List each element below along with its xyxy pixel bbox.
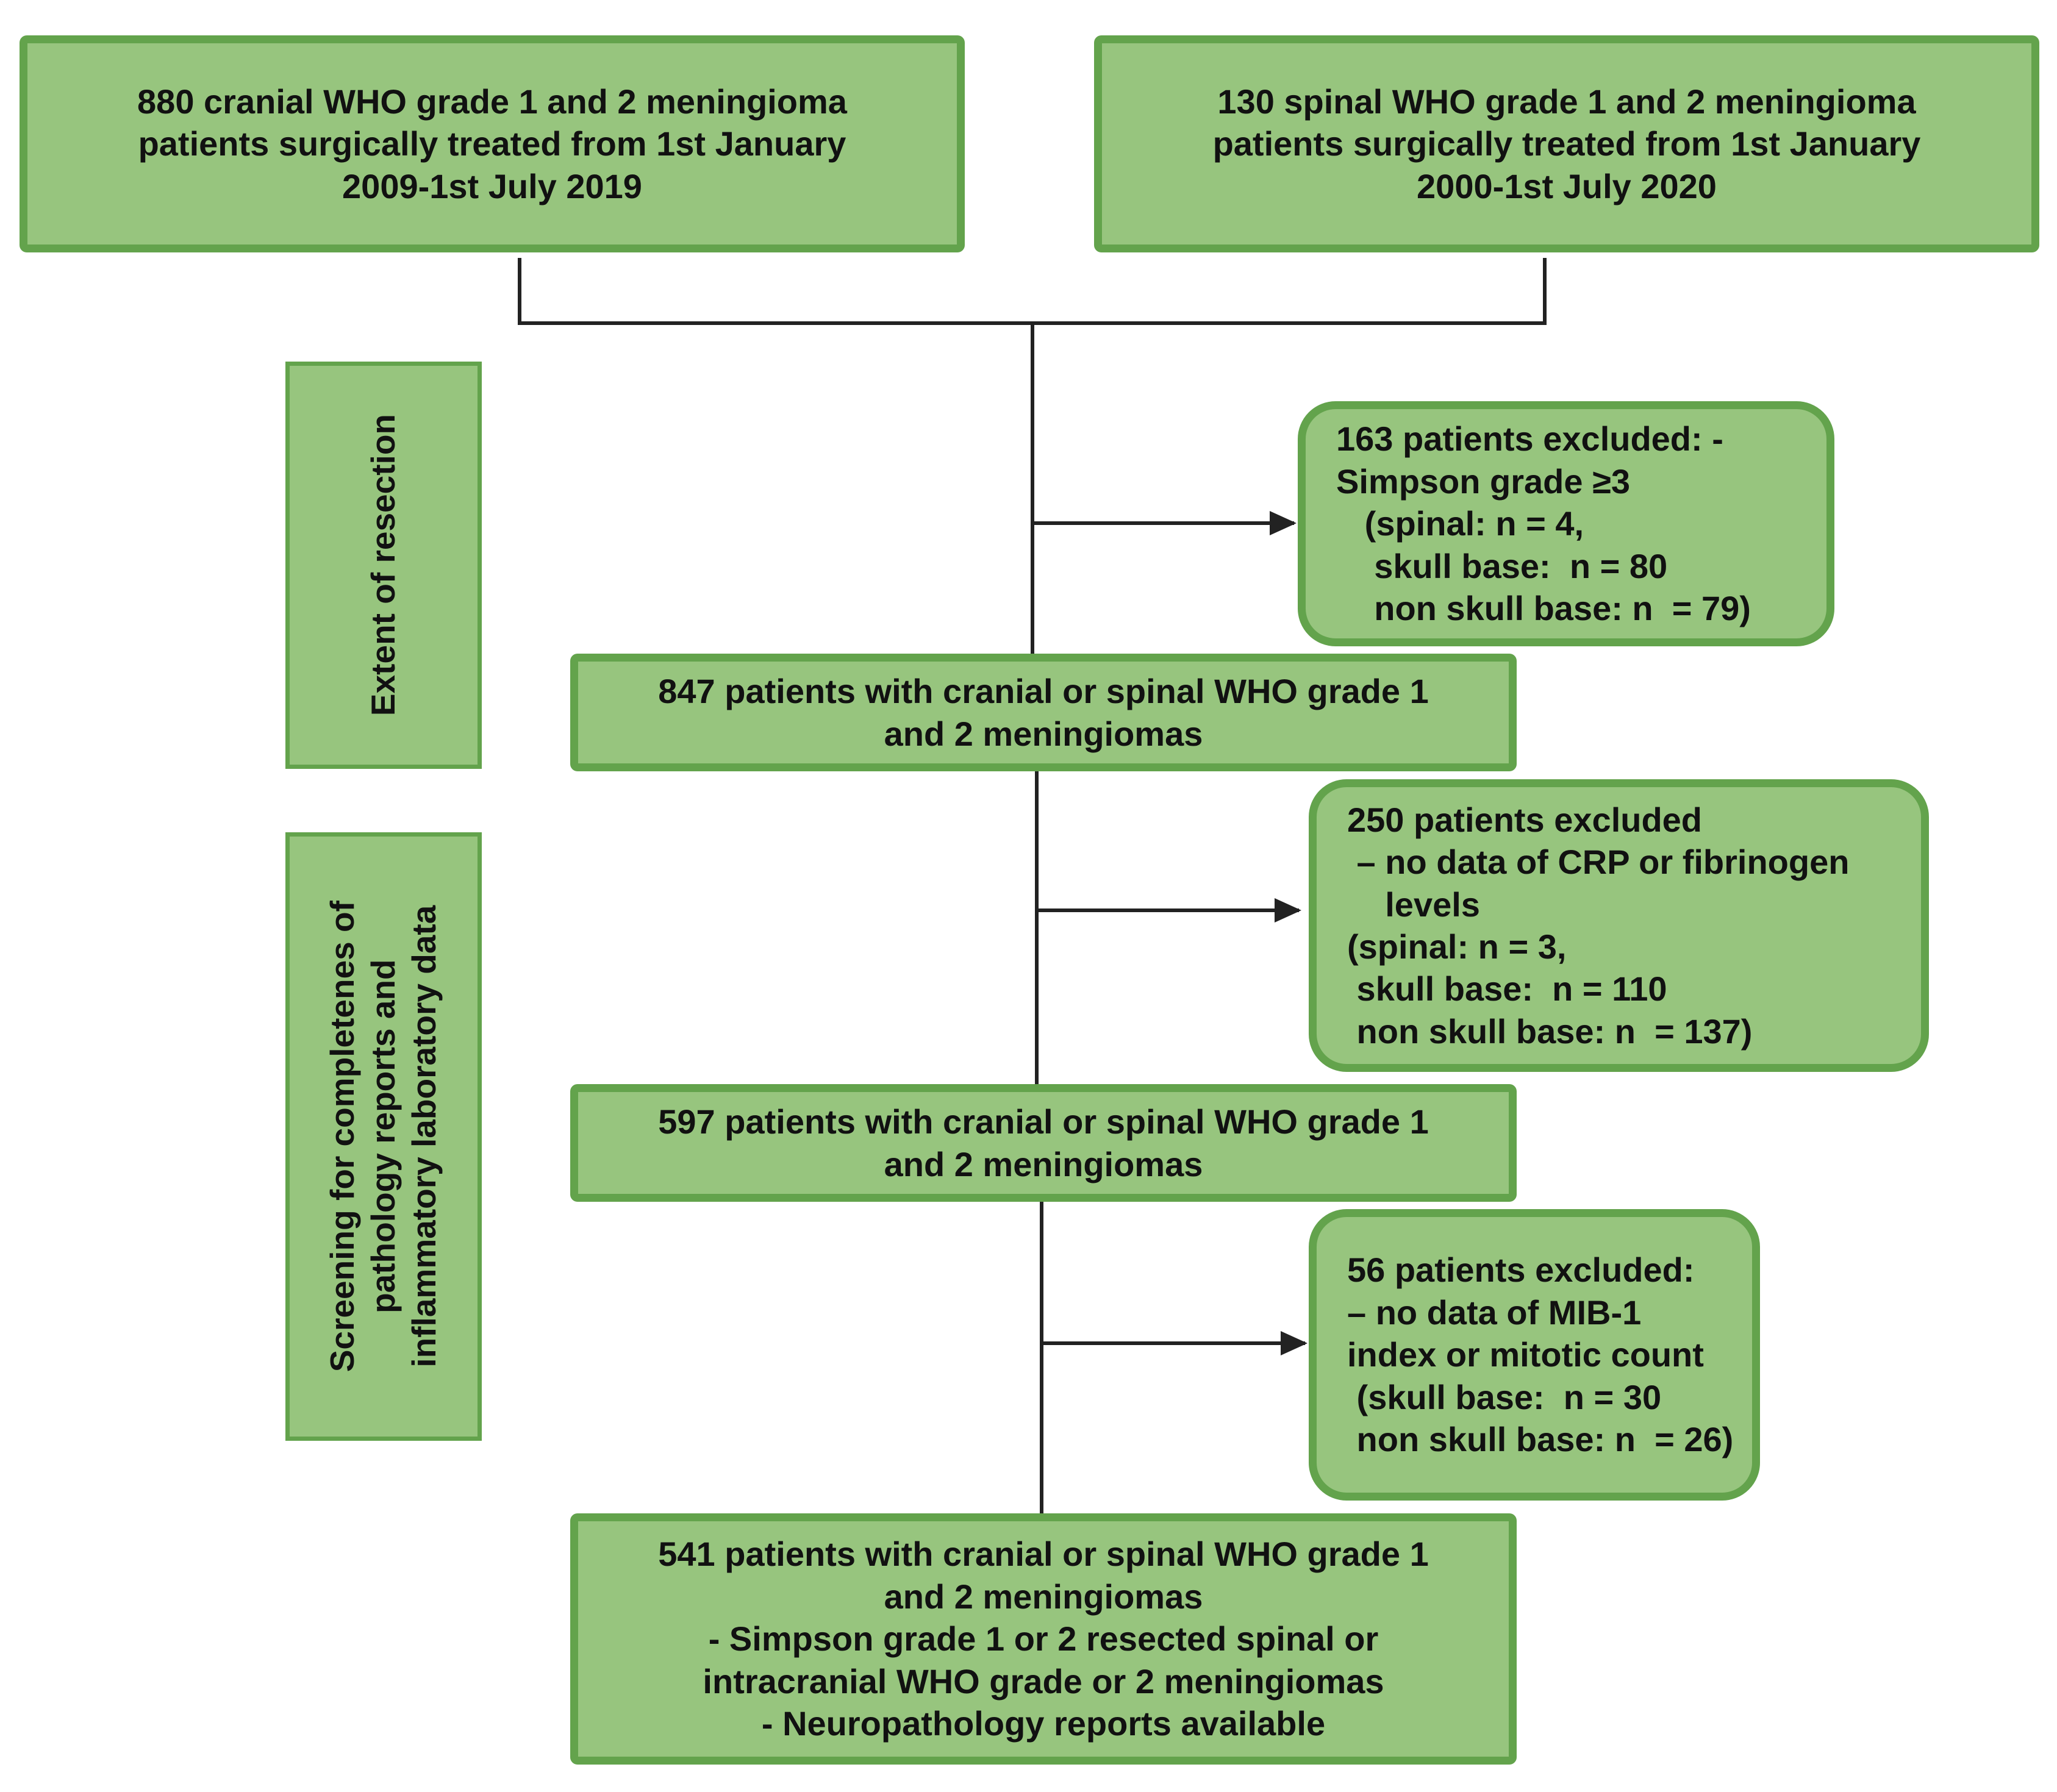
exclusion-mib1-line: (skull base: n = 30 <box>1347 1377 1662 1416</box>
cohort-847-line: and 2 meningiomas <box>884 714 1203 753</box>
spinal-cohort-line: patients surgically treated from 1st Jan… <box>1212 124 1921 163</box>
extent-of-resection-label: Extent of resection <box>364 414 402 716</box>
exclusion-crp-line: skull base: n = 110 <box>1347 969 1667 1008</box>
cohort-597-box: 597 patients with cranial or spinal WHO … <box>570 1084 1517 1202</box>
final-cohort-line: - Simpson grade 1 or 2 resected spinal o… <box>708 1619 1379 1658</box>
spinal-cohort-box: 130 spinal WHO grade 1 and 2 meningioma … <box>1094 35 2039 252</box>
exclusion-simpson-line: non skull base: n = 79) <box>1336 589 1751 628</box>
exclusion-simpson-line: (spinal: n = 4, <box>1336 504 1584 543</box>
exclusion-crp-line: (spinal: n = 3, <box>1347 927 1567 966</box>
final-cohort-line: intracranial WHO grade or 2 meningiomas <box>703 1662 1384 1701</box>
cohort-597-line: and 2 meningiomas <box>884 1144 1203 1183</box>
cranial-cohort-box: 880 cranial WHO grade 1 and 2 meningioma… <box>20 35 965 252</box>
screening-label-box: Screening for completenes of pathology r… <box>285 832 482 1441</box>
screening-label: Screening for completenes of pathology r… <box>323 901 443 1373</box>
final-cohort-line: 541 patients with cranial or spinal WHO … <box>658 1535 1429 1574</box>
exclusion-crp-line: levels <box>1347 885 1480 924</box>
exclusion-simpson-line: 163 patients excluded: - <box>1336 419 1723 459</box>
spinal-cohort-line: 130 spinal WHO grade 1 and 2 meningioma <box>1217 82 1916 121</box>
extent-of-resection-label-box: Extent of resection <box>285 362 482 769</box>
exclusion-crp-line: 250 patients excluded <box>1347 800 1703 839</box>
final-cohort-line: and 2 meningiomas <box>884 1577 1203 1616</box>
merge-connector <box>518 258 1547 325</box>
final-cohort-line: - Neuropathology reports available <box>761 1704 1326 1743</box>
exclusion-mib1-line: 56 patients excluded: <box>1347 1251 1695 1290</box>
cranial-cohort-line: 880 cranial WHO grade 1 and 2 meningioma <box>137 82 847 121</box>
exclusion-mib1-line: non skull base: n = 26) <box>1347 1420 1734 1459</box>
cranial-cohort-line: 2009-1st July 2019 <box>342 166 642 205</box>
exclusion-crp-box: 250 patients excluded – no data of CRP o… <box>1309 779 1929 1072</box>
cohort-847-line: 847 patients with cranial or spinal WHO … <box>658 672 1429 711</box>
exclusion-crp-line: – no data of CRP or fibrinogen <box>1347 843 1850 882</box>
cohort-847-box: 847 patients with cranial or spinal WHO … <box>570 654 1517 771</box>
exclusion-mib1-line: index or mitotic count <box>1347 1335 1704 1374</box>
final-cohort-541-box: 541 patients with cranial or spinal WHO … <box>570 1513 1517 1765</box>
exclusion-mib1-line: – no data of MIB-1 <box>1347 1293 1642 1332</box>
exclusion-simpson-box: 163 patients excluded: - Simpson grade ≥… <box>1298 401 1834 646</box>
cranial-cohort-line: patients surgically treated from 1st Jan… <box>138 124 846 163</box>
spinal-cohort-line: 2000-1st July 2020 <box>1417 166 1717 205</box>
exclusion-simpson-line: Simpson grade ≥3 <box>1336 462 1630 501</box>
exclusion-simpson-line: skull base: n = 80 <box>1336 546 1668 585</box>
exclusion-crp-line: non skull base: n = 137) <box>1347 1012 1753 1051</box>
cohort-597-line: 597 patients with cranial or spinal WHO … <box>658 1102 1429 1141</box>
exclusion-mib1-box: 56 patients excluded: – no data of MIB-1… <box>1309 1209 1760 1501</box>
